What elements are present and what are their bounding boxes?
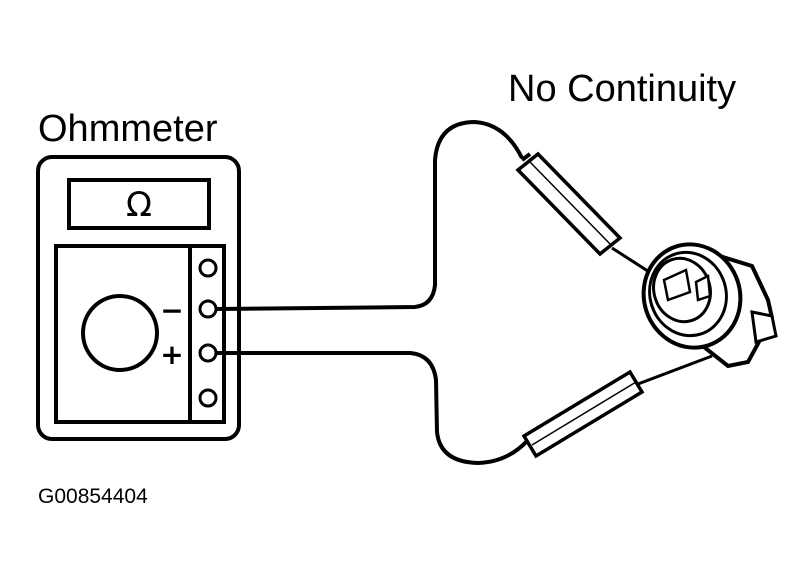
continuity-status-label: No Continuity	[508, 68, 737, 110]
range-dial	[81, 294, 159, 372]
ohmmeter-case	[36, 155, 241, 441]
negative-test-lead	[215, 119, 524, 311]
sensor-connector	[641, 242, 778, 369]
terminal-4	[198, 388, 218, 408]
terminal-1	[198, 258, 218, 278]
sensor-tip	[750, 310, 778, 344]
positive-test-lead	[216, 351, 530, 466]
figure-id: G00854404	[38, 485, 148, 508]
upper-probe	[515, 151, 669, 286]
negative-terminal-label: −	[160, 294, 183, 327]
test-leads	[215, 119, 530, 466]
connector-pin-b	[694, 274, 712, 302]
connector-pin-a	[662, 268, 692, 302]
positive-terminal-label: +	[160, 338, 183, 371]
lower-probe	[521, 354, 713, 459]
ohmmeter-panel	[54, 244, 226, 424]
lower-probe-needle	[637, 354, 713, 386]
ohm-symbol: Ω	[126, 185, 152, 225]
ohmmeter-display	[67, 178, 211, 230]
terminal-negative	[198, 299, 218, 319]
upper-probe-tip	[520, 152, 532, 162]
terminal-positive	[198, 343, 218, 363]
ohmmeter: Ω − +	[36, 155, 241, 441]
ohmmeter-label: Ohmmeter	[38, 108, 218, 150]
